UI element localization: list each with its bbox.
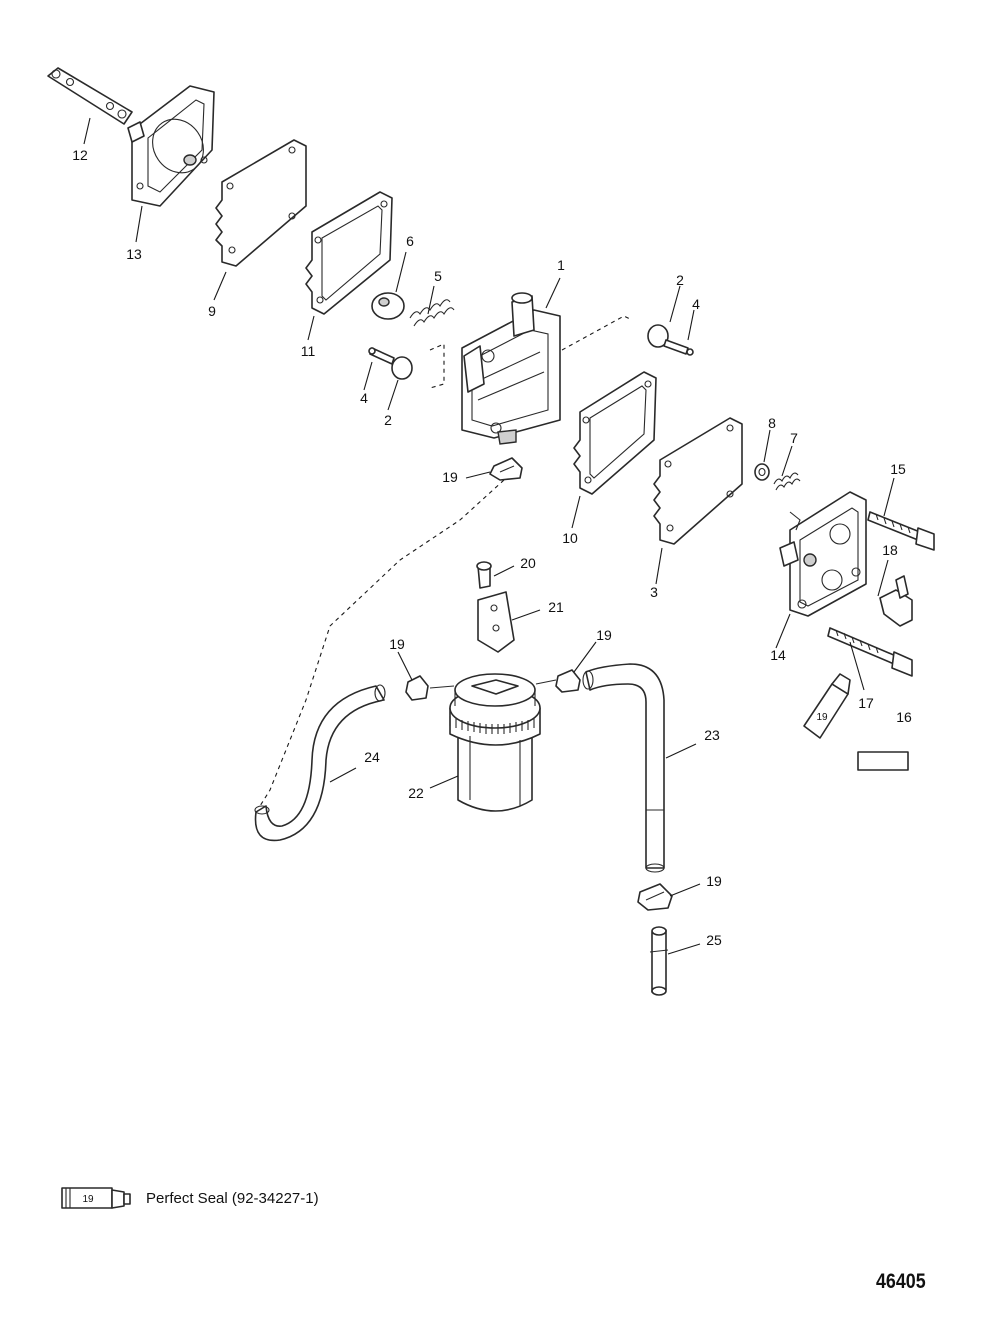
alignment-lines-body <box>259 315 633 807</box>
part-4-screw-lower <box>368 347 395 365</box>
part-19-clamp-upper <box>489 457 523 481</box>
callout-19-left: 19 <box>389 636 405 652</box>
callout-15: 15 <box>890 461 906 477</box>
callout-2-lower: 2 <box>384 412 392 428</box>
callout-19-upper: 19 <box>442 469 458 485</box>
part-5-spring <box>409 299 455 327</box>
part-4-screw-upper <box>663 339 694 356</box>
legend-tube-label: 19 <box>82 1194 94 1205</box>
sealant-tube-label: 19 <box>816 712 828 723</box>
callout-20: 20 <box>520 555 536 571</box>
part-11-gasket <box>305 191 393 315</box>
legend-perfect-seal: Perfect Seal (92-34227-1) <box>146 1190 319 1207</box>
figure-number: 46405 <box>876 1270 926 1293</box>
part-13-pump-cover <box>127 85 215 207</box>
part-14-pump-cover <box>779 491 867 617</box>
callout-19-lower: 19 <box>706 873 722 889</box>
part-19-clamp-lower <box>637 883 673 911</box>
part-12-link <box>47 67 133 125</box>
part-22-fuel-filter <box>429 673 557 812</box>
legend-tube-icon: 19 <box>61 1187 131 1209</box>
part-3-diaphragm <box>653 417 743 545</box>
callout-21: 21 <box>548 599 564 615</box>
callout-4-lower: 4 <box>360 390 368 406</box>
part-18-fitting <box>879 575 913 627</box>
callout-23: 23 <box>704 727 720 743</box>
part-2-valve-lower <box>391 356 413 380</box>
part-20-screw <box>476 561 492 589</box>
part-24-hose <box>254 684 386 842</box>
part-15-bolt <box>867 511 935 551</box>
part-19-clamp-right <box>555 669 581 693</box>
part-8-washer <box>754 463 770 481</box>
callout-5: 5 <box>434 268 442 284</box>
part-9-diaphragm <box>215 139 307 267</box>
part-25-fitting <box>649 926 669 996</box>
part-16-decal <box>857 751 909 771</box>
callout-9: 9 <box>208 303 216 319</box>
leader-lines <box>83 117 895 955</box>
callout-1: 1 <box>557 257 565 273</box>
callout-2-upper: 2 <box>676 272 684 288</box>
callout-16: 16 <box>896 709 912 725</box>
callout-13: 13 <box>126 246 142 262</box>
callout-8: 8 <box>768 415 776 431</box>
part-21-bracket <box>477 591 515 653</box>
part-6-disc <box>371 292 405 320</box>
part-1-pump-body <box>461 292 561 445</box>
callout-14: 14 <box>770 647 786 663</box>
sealant-tube-icon: 19 <box>803 673 851 739</box>
callout-11: 11 <box>301 343 316 359</box>
part-2-valve-upper <box>647 324 669 348</box>
callout-4-upper: 4 <box>692 296 700 312</box>
callout-6: 6 <box>406 233 414 249</box>
callout-25: 25 <box>706 932 722 948</box>
callout-18: 18 <box>882 542 898 558</box>
part-17-bolt <box>827 627 913 677</box>
callout-22: 22 <box>408 785 424 801</box>
callout-19-right: 19 <box>596 627 612 643</box>
part-10-gasket <box>573 371 657 495</box>
callout-17: 17 <box>858 695 874 711</box>
callout-24: 24 <box>364 749 380 765</box>
part-7-spring <box>773 472 801 491</box>
callout-7: 7 <box>790 430 798 446</box>
callout-10: 10 <box>562 530 578 546</box>
part-23-hose <box>582 663 665 873</box>
callout-labels: 12 13 9 11 6 5 1 2 4 4 2 19 10 3 8 7 15 … <box>72 147 912 948</box>
part-19-clamp-left <box>405 675 429 701</box>
callout-3: 3 <box>650 584 658 600</box>
callout-12: 12 <box>72 147 88 163</box>
